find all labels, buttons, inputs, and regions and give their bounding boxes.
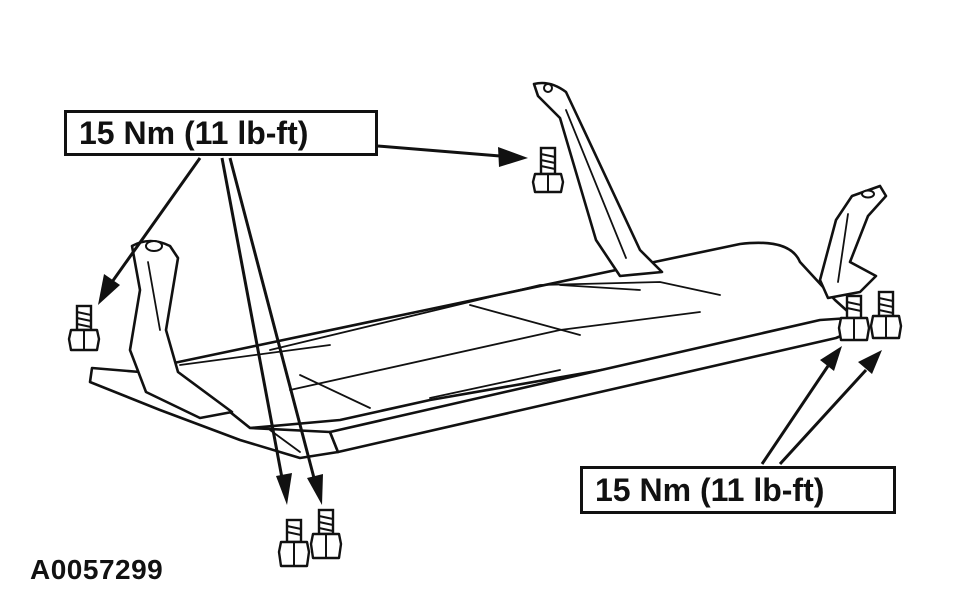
torque-callout-bottom: 15 Nm (11 lb-ft)	[580, 466, 896, 514]
bottom-callout-leaders	[760, 346, 882, 466]
rear-right-bracket	[818, 184, 888, 300]
bolt-icon	[869, 290, 903, 340]
skid-plate	[88, 241, 857, 460]
top-callout-leaders	[98, 144, 528, 505]
bolt-icon	[837, 294, 871, 342]
bolt-icon	[309, 508, 343, 560]
bolt-icon	[531, 146, 565, 194]
torque-callout-top: 15 Nm (11 lb-ft)	[64, 110, 378, 156]
figure-id-label: A0057299	[30, 554, 164, 585]
bolt-icon	[277, 518, 311, 568]
bolt-icon	[67, 304, 101, 352]
rear-center-bracket	[532, 81, 664, 278]
